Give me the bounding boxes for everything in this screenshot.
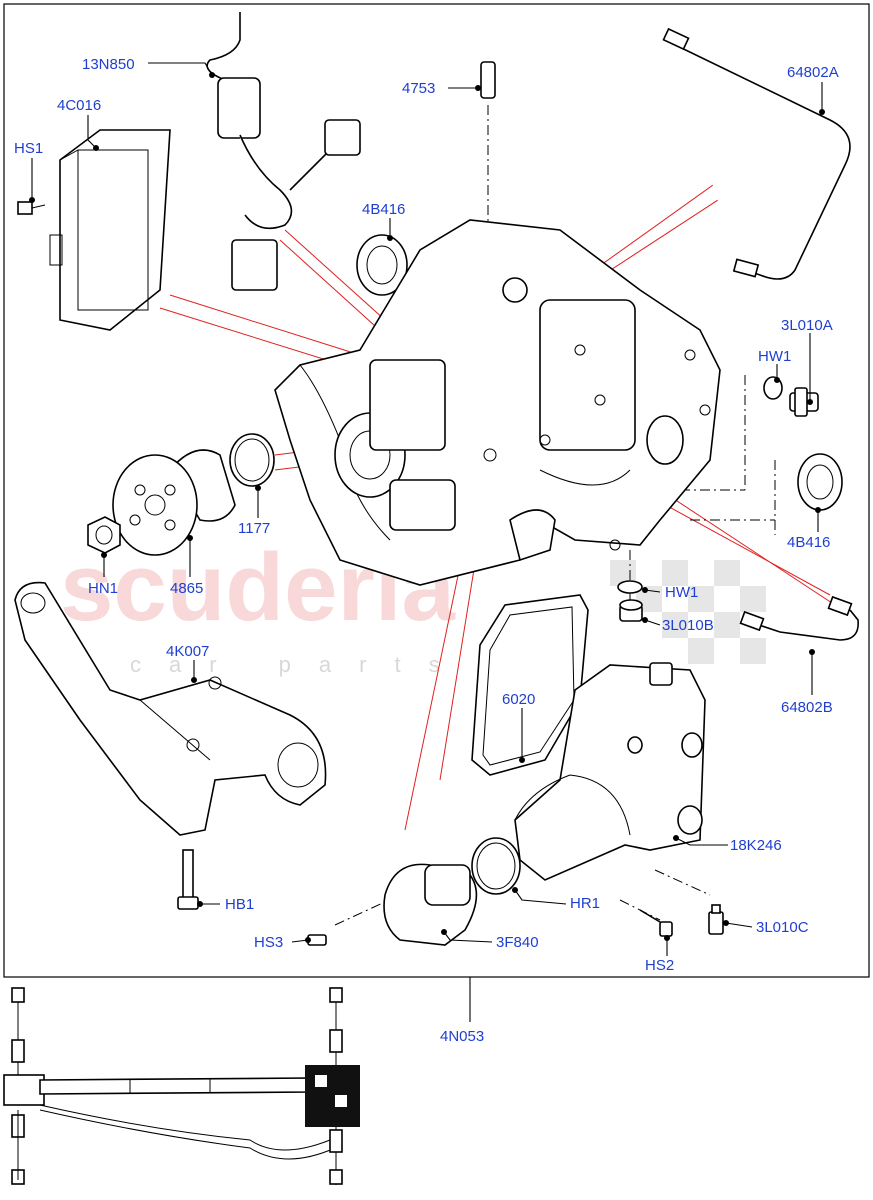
label-hw1-upper[interactable]: HW1 <box>758 348 791 365</box>
label-3f840[interactable]: 3F840 <box>496 934 539 951</box>
label-4b416-lower[interactable]: 4B416 <box>787 534 830 551</box>
rear-drive-unit-highlight <box>305 1065 360 1127</box>
label-4c016[interactable]: 4C016 <box>57 97 101 114</box>
label-hs1[interactable]: HS1 <box>14 140 43 157</box>
motor-3f840-part <box>383 863 478 946</box>
bolt-hb1-part <box>177 849 199 910</box>
o-ring-1177-part <box>229 433 275 487</box>
label-3l010a[interactable]: 3L010A <box>781 317 833 334</box>
flange-4865-part <box>112 449 236 556</box>
label-4n053[interactable]: 4N053 <box>440 1028 484 1045</box>
diagram-frame <box>3 3 870 978</box>
label-hs2[interactable]: HS2 <box>645 957 674 974</box>
label-4865[interactable]: 4865 <box>170 580 203 597</box>
pipe-b-part <box>739 595 859 641</box>
label-hw1-lower[interactable]: HW1 <box>665 584 698 601</box>
bolt-hs2-part <box>639 909 673 937</box>
breather-part <box>480 61 496 99</box>
seal-upper-part <box>356 234 408 296</box>
watermark-sub: car parts <box>130 652 468 677</box>
mount-4k007-part <box>14 581 327 836</box>
label-18k246[interactable]: 18K246 <box>730 837 782 854</box>
pipe-a-part <box>662 27 851 280</box>
label-64802b[interactable]: 64802B <box>781 699 833 716</box>
washer-lower-part <box>617 580 643 594</box>
label-4k007[interactable]: 4K007 <box>166 643 209 660</box>
label-hn1[interactable]: HN1 <box>88 580 118 597</box>
label-1177[interactable]: 1177 <box>238 520 270 537</box>
checker-flag-pattern <box>610 560 766 664</box>
label-64802a[interactable]: 64802A <box>787 64 839 81</box>
rear-drive-housing-part <box>274 219 721 586</box>
label-4b416-upper[interactable]: 4B416 <box>362 201 405 218</box>
callout-labels: 13N850 4C016 HS1 4753 64802A 4B416 3L010… <box>14 56 839 1045</box>
label-3l010c[interactable]: 3L010C <box>756 919 809 936</box>
label-hb1[interactable]: HB1 <box>225 896 254 913</box>
label-6020[interactable]: 6020 <box>502 691 535 708</box>
plug-b-part <box>619 599 643 622</box>
wiring-harness-part <box>206 12 361 291</box>
label-hr1[interactable]: HR1 <box>570 895 600 912</box>
actuator-18k246-part <box>514 662 706 881</box>
plug-a-part <box>789 387 819 417</box>
seal-lower-part <box>797 453 843 511</box>
leader-lines <box>29 62 825 1022</box>
nut-hn1-part <box>87 516 121 554</box>
label-13n850[interactable]: 13N850 <box>82 56 135 73</box>
plug-c-part <box>708 904 724 935</box>
label-4753[interactable]: 4753 <box>402 80 435 97</box>
control-module-part <box>49 129 171 331</box>
label-3l010b[interactable]: 3L010B <box>662 617 714 634</box>
label-hs3[interactable]: HS3 <box>254 934 283 951</box>
hs1-bolt-part <box>17 201 46 215</box>
driveline-overview <box>3 987 360 1185</box>
o-ring-hr1-part <box>471 837 521 895</box>
